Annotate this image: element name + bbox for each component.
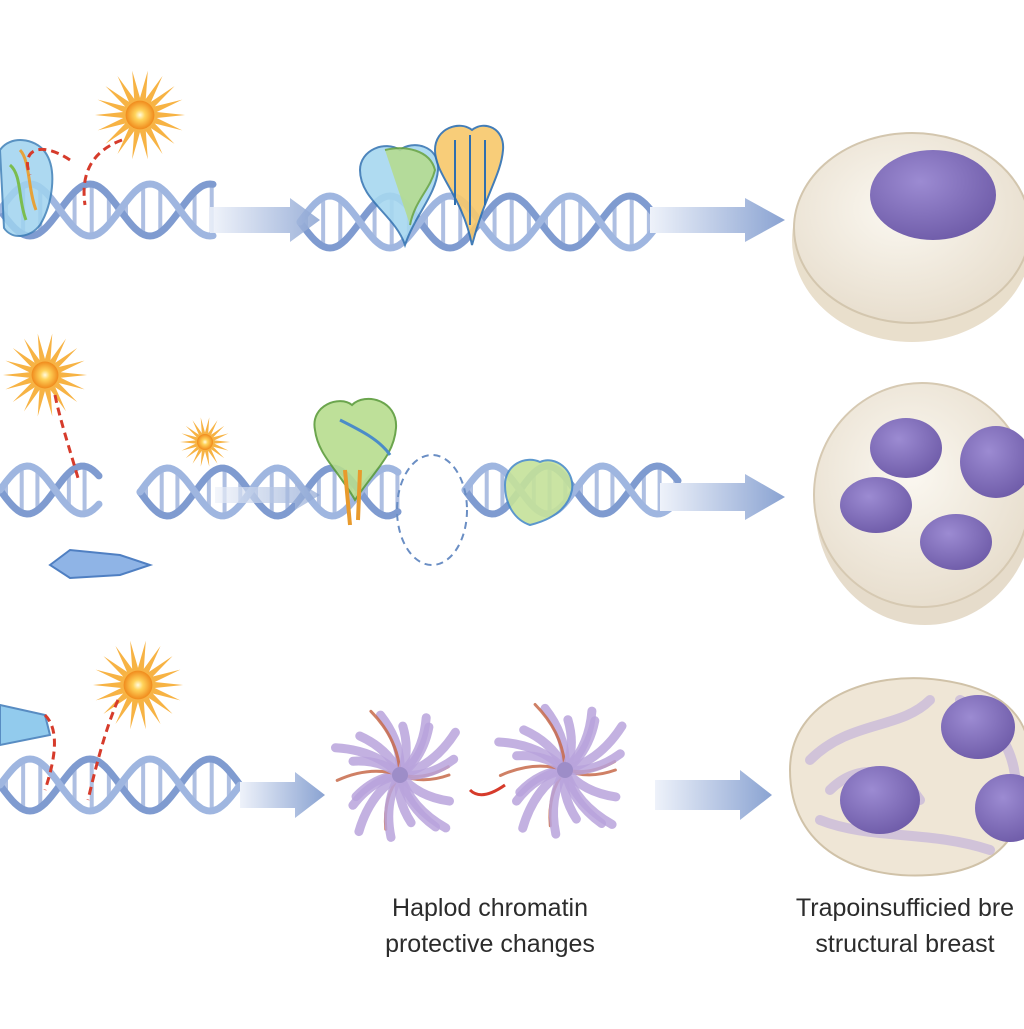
process-arrow: [655, 770, 772, 820]
nucleus: [960, 426, 1024, 498]
dna-backbone-strand: [296, 192, 664, 252]
dna-backbone-strand: [0, 462, 103, 518]
dna-fragment-icon: [48, 548, 154, 580]
damage-line: [86, 699, 120, 801]
damage-highlight-ring: [396, 454, 468, 566]
dna-helix-row3: [0, 755, 244, 815]
dna-repair-protein-icon: [313, 397, 398, 526]
caption-breast-line2: structural breast: [815, 930, 995, 958]
dna-repair-protein-icon: [433, 124, 505, 246]
damage-line: [25, 147, 71, 176]
row-1: [0, 70, 1024, 342]
condensed-chromatin-icon: [331, 709, 460, 842]
caption-chromatin-line2: protective changes: [385, 930, 595, 958]
nucleus: [840, 477, 912, 533]
nucleus: [920, 514, 992, 570]
process-arrow: [650, 198, 785, 242]
dna-helix-row2-left: [0, 462, 103, 518]
process-arrow: [660, 474, 785, 520]
damage-line: [43, 713, 56, 791]
caption-breast: Trapoinsufficied bre structural breast: [770, 890, 1024, 962]
nucleus: [870, 150, 996, 240]
row-2: [0, 333, 1024, 625]
protein-complex-icon: [0, 139, 54, 237]
dna-repair-protein-icon: [503, 458, 574, 527]
nucleus: [840, 766, 920, 834]
row-3: [0, 640, 1024, 877]
cell-single-nucleus: [792, 132, 1024, 342]
damage-line: [82, 138, 123, 206]
damage-line: [468, 783, 506, 797]
nucleus: [941, 695, 1015, 759]
burst-core: [125, 100, 155, 130]
dna-backbone-strand: [0, 755, 244, 815]
burst-core: [197, 434, 213, 450]
process-arrow: [240, 772, 325, 818]
damage-line: [53, 394, 80, 479]
cell-multi-nucleus: [813, 382, 1024, 625]
cell-disrupted: [788, 677, 1024, 877]
dna-backbone-strand: [0, 462, 103, 518]
caption-breast-line1: Trapoinsufficied bre: [795, 894, 1015, 922]
process-arrow: [215, 480, 320, 510]
burst-core: [31, 361, 59, 389]
chromatin-center: [557, 762, 573, 778]
uv-burst-icon: [3, 333, 87, 417]
uv-burst-icon: [93, 640, 183, 730]
caption-chromatin-line1: Haplod chromatin: [392, 894, 588, 922]
uv-burst-icon: [180, 417, 230, 467]
protein-complex-icon: [0, 703, 52, 747]
dna-repair-protein-icon: [358, 144, 440, 249]
nucleus: [870, 418, 942, 478]
condensed-chromatin-icon: [494, 703, 627, 839]
nucleus: [975, 774, 1024, 842]
burst-core: [123, 670, 153, 700]
uv-burst-icon: [95, 70, 185, 160]
process-arrow: [210, 198, 320, 242]
caption-chromatin: Haplod chromatin protective changes: [340, 890, 640, 962]
chromatin-center: [392, 767, 408, 783]
dna-backbone-strand: [0, 180, 217, 240]
